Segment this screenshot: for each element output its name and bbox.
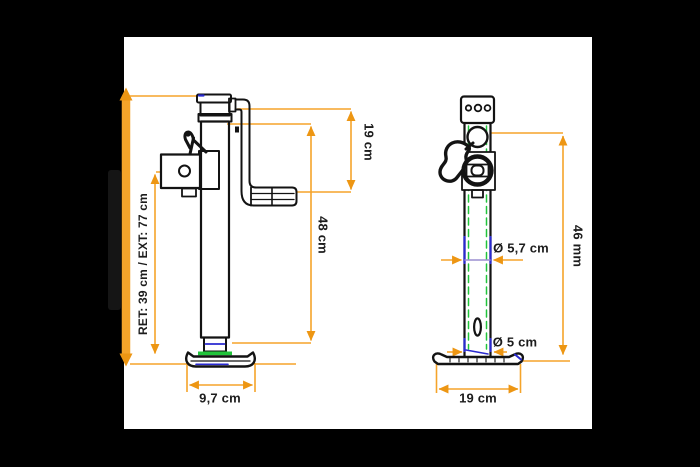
dim-label-side-foot-width: 9,7 cm xyxy=(199,390,241,406)
dim-label-front-height: 46 mm xyxy=(570,224,586,268)
white-panel xyxy=(124,37,592,429)
dim-label-inner-tube-diameter: Ø 5 cm xyxy=(492,334,538,350)
watermark-bar xyxy=(108,170,121,310)
dim-label-outer-tube-diameter: Ø 5,7 cm xyxy=(493,240,549,256)
dim-label-retracted-extended: RET: 39 cm / EXT: 77 cm xyxy=(136,193,150,335)
dim-label-front-foot-width: 19 cm xyxy=(459,390,497,406)
dim-label-tube-length: 48 cm xyxy=(315,216,331,254)
dim-label-crank-offset: 19 cm xyxy=(361,123,377,161)
